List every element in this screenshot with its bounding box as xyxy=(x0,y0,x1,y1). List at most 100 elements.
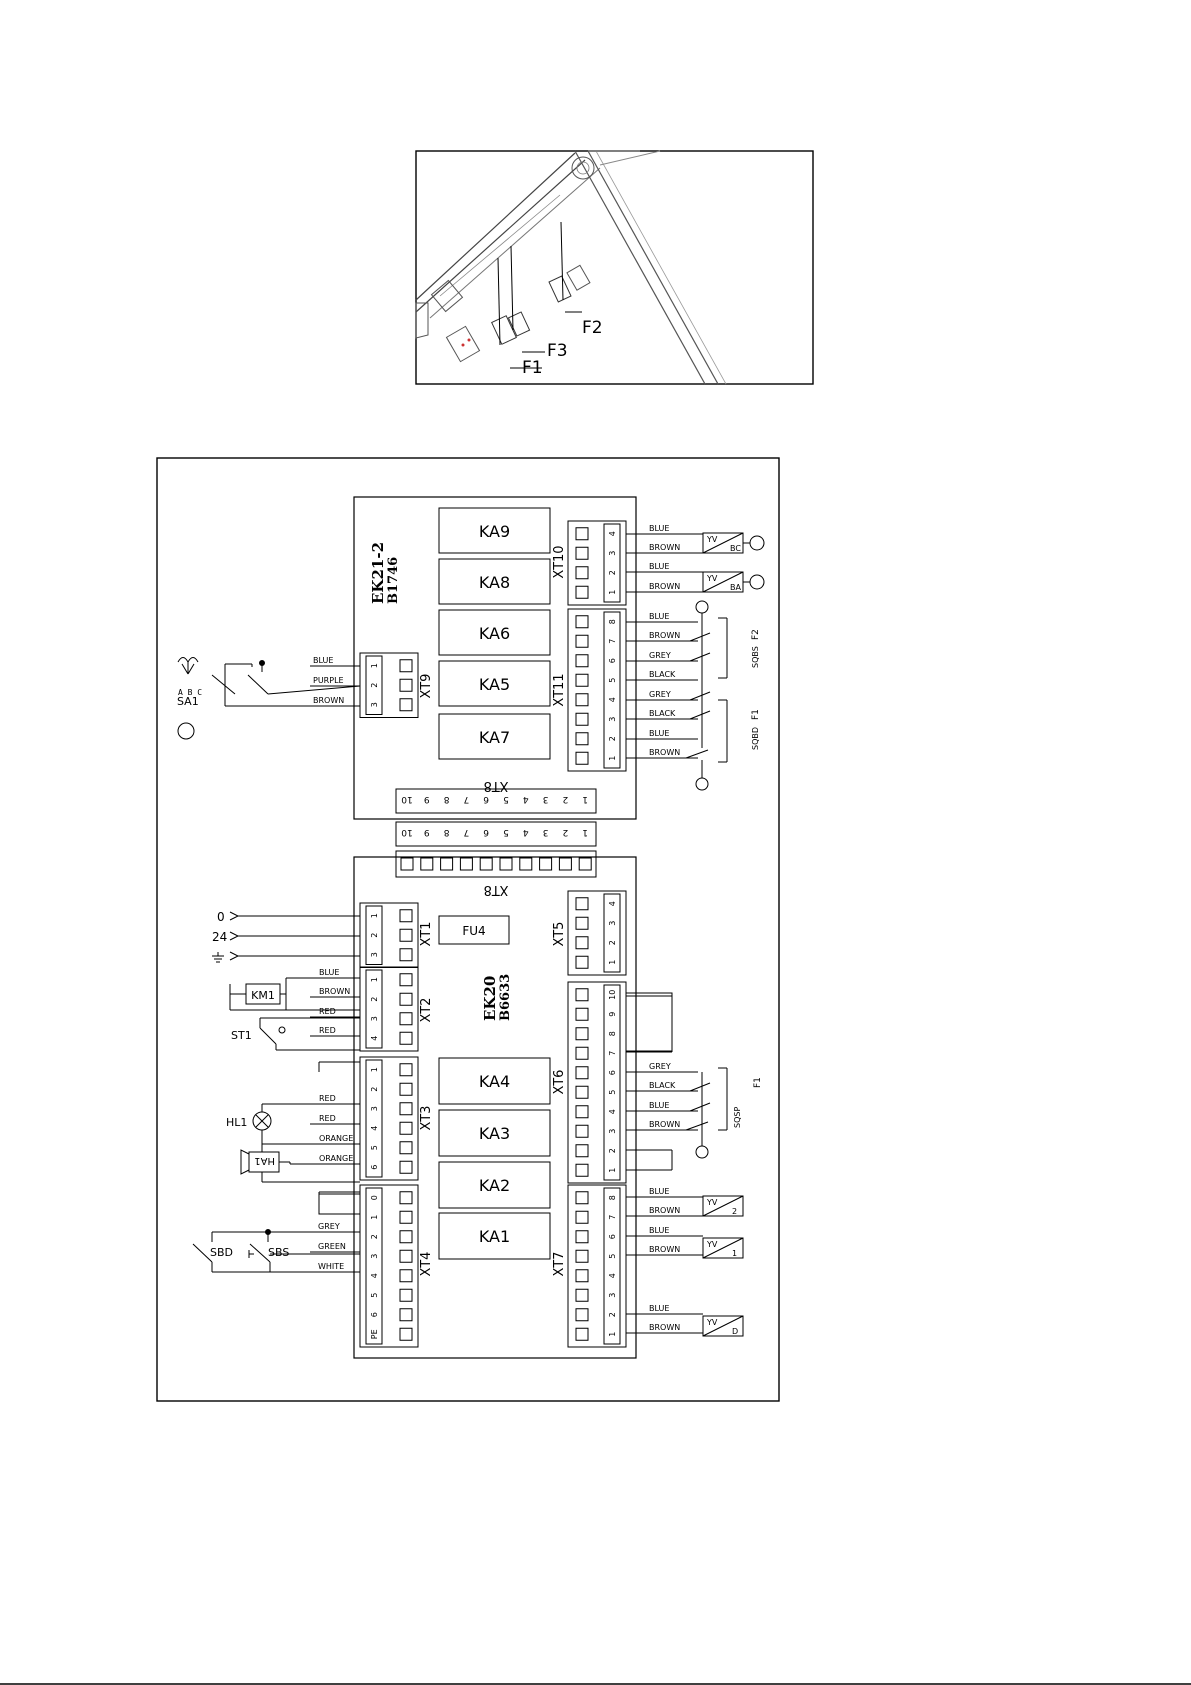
sqbd-tag: SQBD xyxy=(751,727,760,750)
pin-number: 4 xyxy=(370,1126,379,1131)
wire-colour-label: BLUE xyxy=(313,656,333,665)
km1-label: KM1 xyxy=(251,989,275,1002)
xt8-terminal xyxy=(519,857,533,871)
terminal xyxy=(399,659,413,673)
schematic-frame xyxy=(156,457,780,1402)
pin-number: 2 xyxy=(608,1148,617,1153)
valve-d-yv: YV xyxy=(706,1318,718,1327)
connector-label-xt5: XT5 xyxy=(552,922,567,947)
xt8-upper-pin: 5 xyxy=(503,794,509,804)
pin-number: PE xyxy=(370,1329,379,1339)
xt8-lower-pin: 1 xyxy=(582,827,588,837)
pin-number: 3 xyxy=(370,1106,379,1111)
pin-number: 1 xyxy=(608,1168,617,1173)
pin-number: 8 xyxy=(608,619,617,624)
xt8-lower-pin: 5 xyxy=(503,827,509,837)
terminal xyxy=(399,1191,413,1205)
xt8-upper-pin: 3 xyxy=(543,794,549,804)
component-location-photo: F1 F3 F2 xyxy=(415,150,814,385)
terminal xyxy=(575,634,589,648)
terminal xyxy=(575,527,589,541)
valve-d-id: D xyxy=(732,1327,738,1336)
bottom-board-code: B6633 xyxy=(498,974,513,1021)
connector-label-xt4: XT4 xyxy=(419,1252,434,1277)
wire-colour-label: BLUE xyxy=(649,1101,669,1110)
pin-number: 3 xyxy=(370,702,379,707)
f2-label: F2 xyxy=(582,318,603,338)
terminal xyxy=(575,1249,589,1263)
wire-colour-label: BROWN xyxy=(649,631,680,640)
xt8-terminal xyxy=(499,857,513,871)
terminal xyxy=(399,1031,413,1045)
terminal xyxy=(575,1144,589,1158)
terminal xyxy=(399,1082,413,1096)
pin-number: 8 xyxy=(608,1031,617,1036)
pin-number: 7 xyxy=(608,1215,617,1220)
wire-colour-label: BROWN xyxy=(649,582,680,591)
pin-number: 5 xyxy=(608,678,617,683)
pin-number: 2 xyxy=(370,683,379,688)
xt6-aux-wiring xyxy=(626,995,728,1171)
wire-colour-label: GREY xyxy=(649,690,671,699)
wire-colour-label: BLACK xyxy=(649,709,676,718)
f2-tag: F2 xyxy=(751,629,761,640)
pin-number: 6 xyxy=(370,1165,379,1170)
pin-number: 1 xyxy=(370,913,379,918)
relay-label-ka9: KA9 xyxy=(479,522,510,541)
relay-ka5 xyxy=(438,660,551,707)
terminal xyxy=(575,955,589,969)
terminal xyxy=(575,732,589,746)
pin-number: 5 xyxy=(608,1090,617,1095)
wire-colour-label: PURPLE xyxy=(313,676,344,685)
valve-1-id: 1 xyxy=(732,1249,737,1258)
relay-ka7 xyxy=(438,713,551,760)
pin-number: 4 xyxy=(608,1273,617,1278)
board-ek20 xyxy=(353,856,637,1359)
wire-colour-label: BLACK xyxy=(649,670,676,679)
wire-colour-label: GREY xyxy=(649,1062,671,1071)
wire-colour-label: BLUE xyxy=(649,524,669,533)
terminal xyxy=(399,1288,413,1302)
wire-colour-label: RED xyxy=(319,1094,336,1103)
connector-label-xt10: XT10 xyxy=(552,545,567,578)
terminal xyxy=(399,909,413,923)
xt8-upper-pin: 1 xyxy=(582,794,588,804)
relay-ka1 xyxy=(438,1212,551,1260)
pin-number: 3 xyxy=(370,1016,379,1021)
pin-number: 7 xyxy=(608,1051,617,1056)
pin-number: 0 xyxy=(370,1195,379,1200)
pin-number: 3 xyxy=(370,1254,379,1259)
wire-colour-label: BLUE xyxy=(649,562,669,571)
wire-colour-label: BLUE xyxy=(649,1187,669,1196)
supply-24-label: 24 xyxy=(212,930,227,944)
valve-ba: YV BA xyxy=(702,571,765,593)
pin-number: 1 xyxy=(370,977,379,982)
xt8-terminal xyxy=(479,857,493,871)
terminal xyxy=(575,693,589,707)
wire-colour-label: BROWN xyxy=(649,1206,680,1215)
wire-colour-label: BLUE xyxy=(649,1226,669,1235)
valve-d xyxy=(702,1315,744,1337)
switch-contacts xyxy=(685,632,711,1131)
wire-colour-label: RED xyxy=(319,1114,336,1123)
ha1-label: HA1 xyxy=(254,1155,275,1166)
relay-ka8 xyxy=(438,558,551,605)
sqbs-tag: SQBS xyxy=(751,646,760,668)
pin-number: 5 xyxy=(370,1145,379,1150)
pin-number: 4 xyxy=(608,531,617,536)
terminal xyxy=(399,678,413,692)
pin-number: 1 xyxy=(608,590,617,595)
xt8-lower-pin: 2 xyxy=(563,827,569,837)
horn-ha1 xyxy=(240,1144,360,1183)
terminal xyxy=(575,751,589,765)
hl1-label: HL1 xyxy=(226,1116,247,1129)
board-ek21-2 xyxy=(353,496,637,820)
connector-label-xt3: XT3 xyxy=(419,1106,434,1131)
